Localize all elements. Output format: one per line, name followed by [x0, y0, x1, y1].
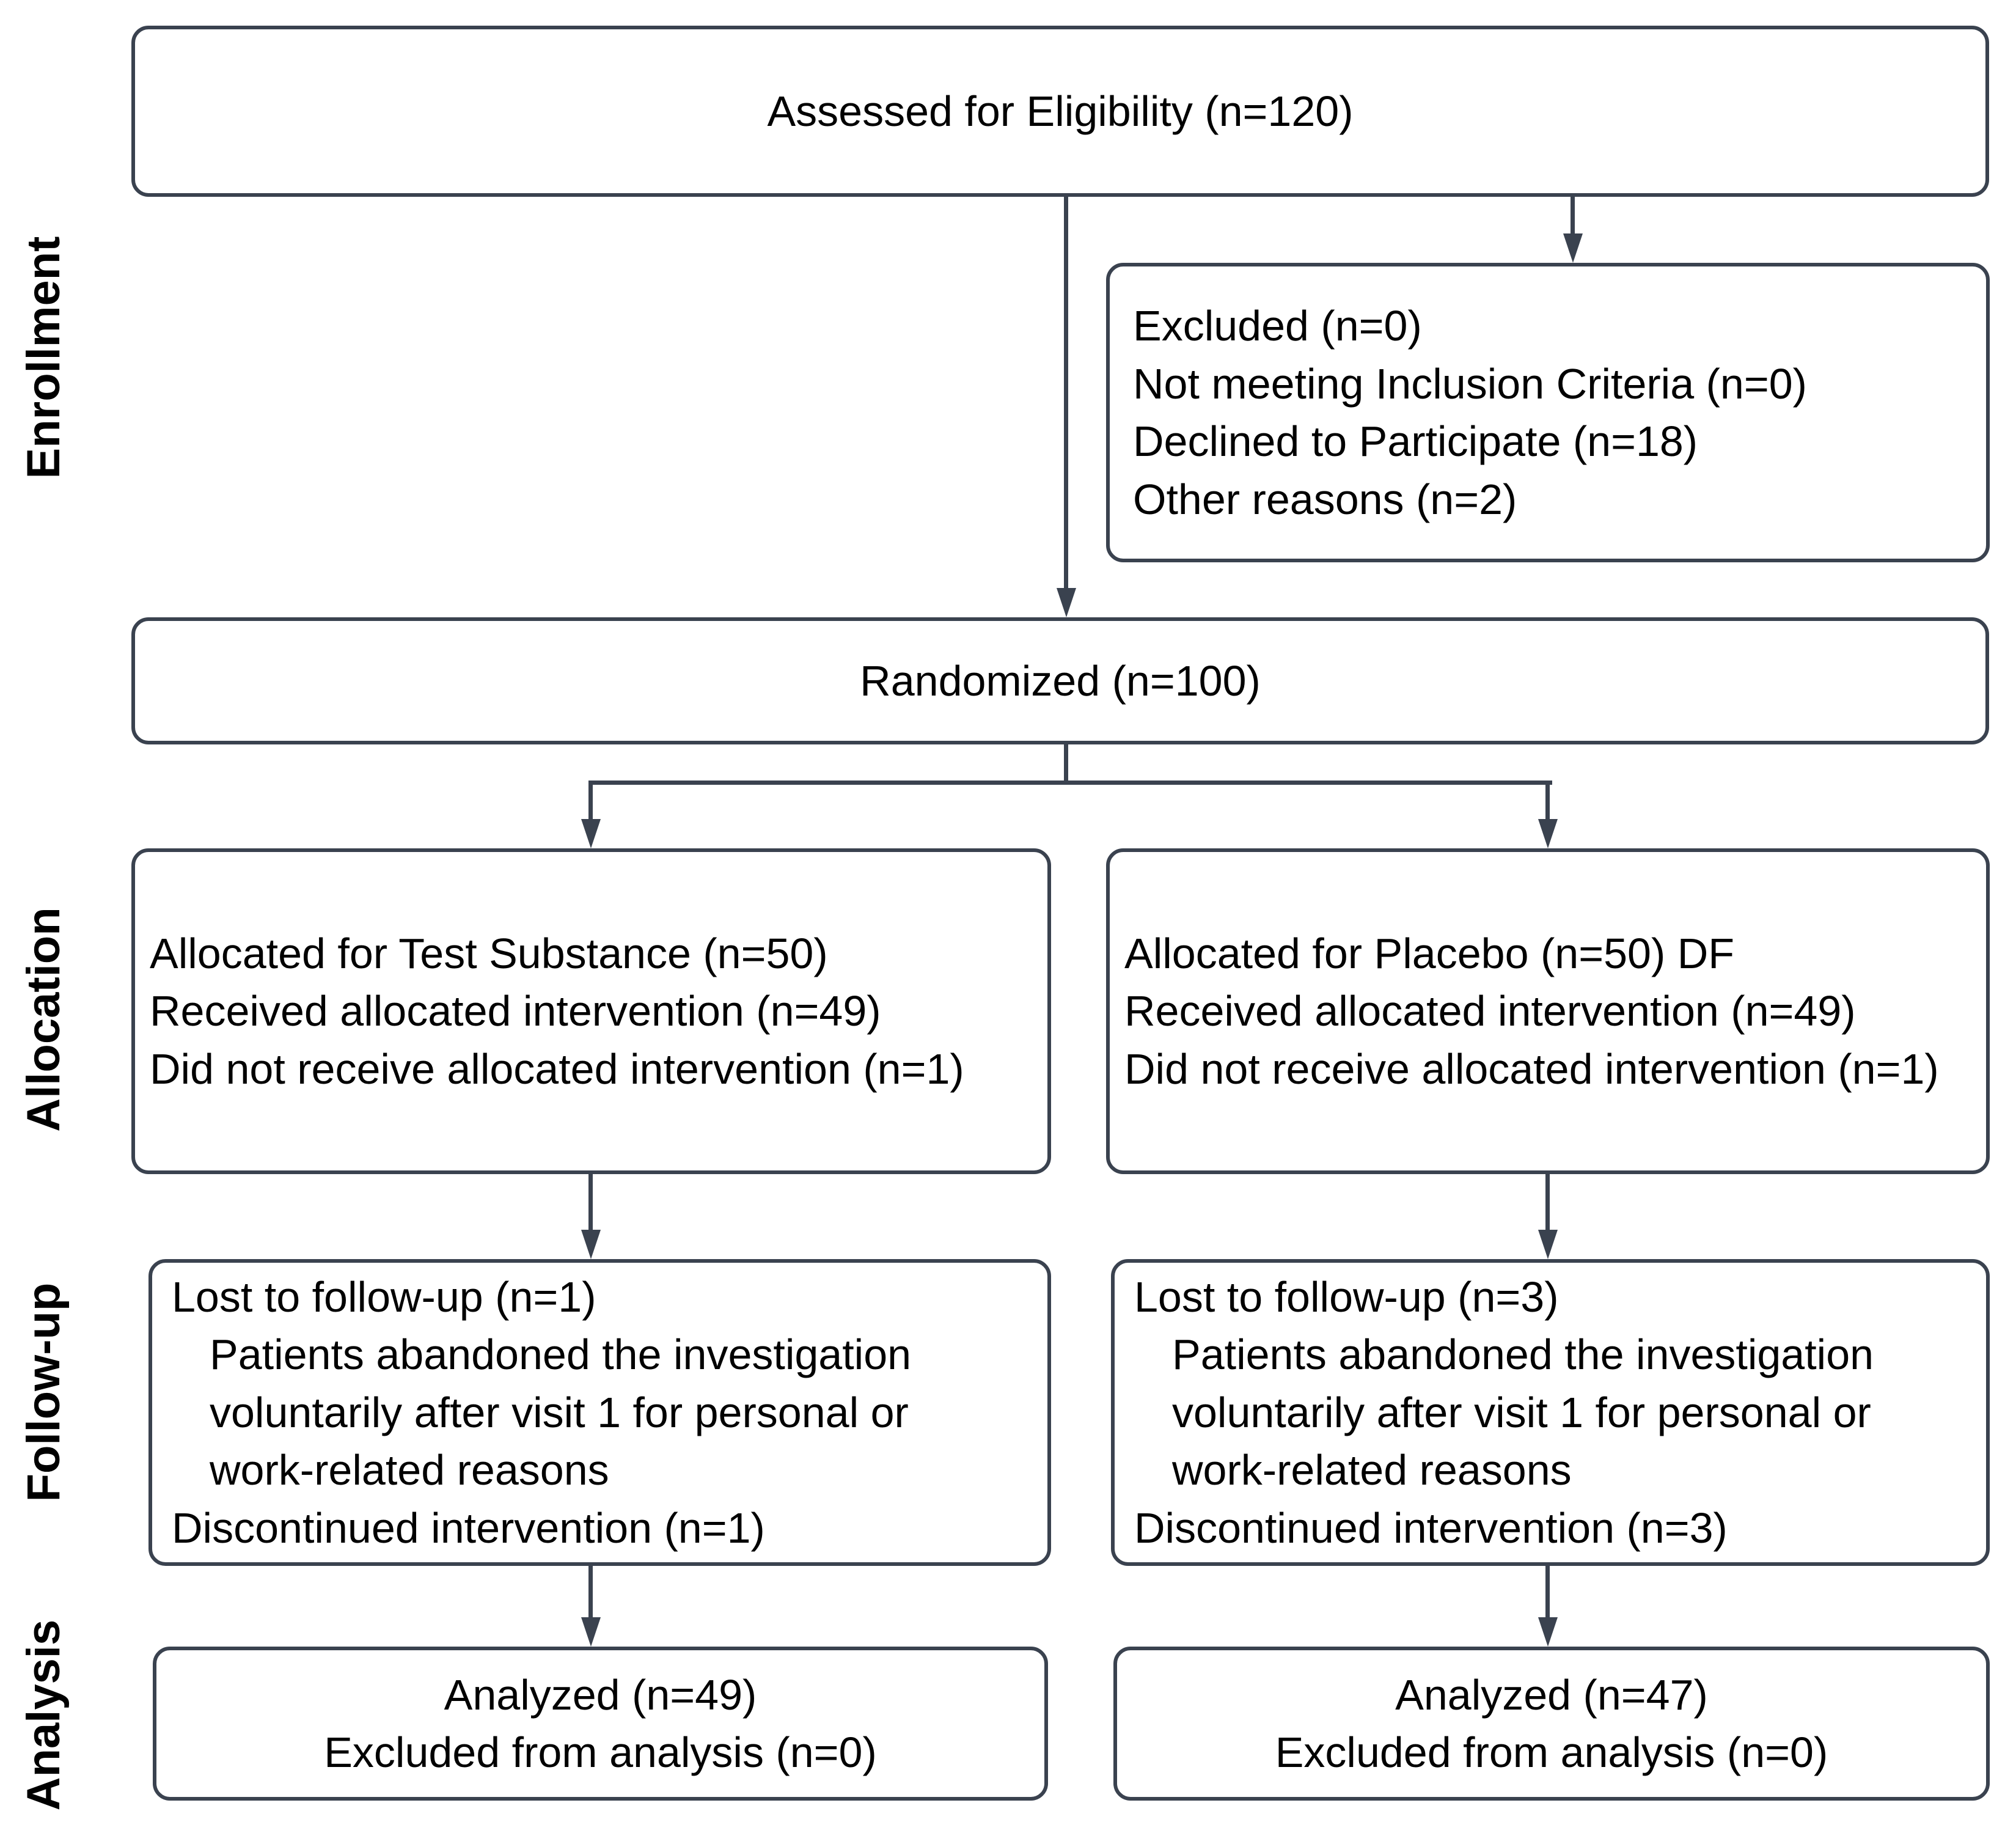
arrowhead-into-randomized-icon [1057, 588, 1076, 617]
assessed-eligibility-text: Assessed for Eligibility (n=120) [767, 87, 1354, 135]
analysis-line: Analyzed (n=49) [444, 1670, 757, 1719]
connector-allocation-to-followup-left [588, 1174, 593, 1230]
stage-label-allocation: Allocation [18, 907, 70, 1132]
connector-branch-horizontal [588, 781, 1552, 785]
followup-line: Discontinued intervention (n=1) [172, 1504, 765, 1552]
allocation-line: Did not receive allocated intervention (… [1124, 1045, 1939, 1093]
connector-branch-to-allocation-left [588, 781, 593, 820]
followup-line: Lost to follow-up (n=1) [172, 1273, 596, 1321]
connector-randomized-stub [1064, 744, 1068, 785]
randomized-box: Randomized (n=100) [131, 617, 1989, 744]
arrowhead-into-analysis-right-icon [1538, 1617, 1558, 1647]
allocation-line: Received allocated intervention (n=49) [150, 987, 881, 1035]
connector-allocation-to-followup-right [1545, 1174, 1550, 1230]
followup-line: Patients abandoned the investigation [1172, 1331, 1874, 1379]
excluded-line: Other reasons (n=2) [1133, 475, 1517, 523]
excluded-line: Excluded (n=0) [1133, 302, 1422, 350]
followup-line: Discontinued intervention (n=3) [1134, 1504, 1728, 1552]
allocation-line: Allocated for Test Substance (n=50) [150, 929, 828, 977]
excluded-line: Not meeting Inclusion Criteria (n=0) [1133, 359, 1807, 408]
allocation-line: Did not receive allocated intervention (… [150, 1045, 964, 1093]
arrowhead-into-excluded-icon [1563, 233, 1583, 263]
stage-label-analysis: Analysis [18, 1619, 70, 1811]
followup-line: work-related reasons [210, 1446, 609, 1494]
connector-assessed-to-excluded [1571, 196, 1575, 234]
followup-line: voluntarily after visit 1 for personal o… [210, 1388, 909, 1436]
followup-test-substance-box: Lost to follow-up (n=1) Patients abandon… [148, 1259, 1051, 1566]
followup-line: work-related reasons [1172, 1446, 1572, 1494]
allocation-line: Allocated for Placebo (n=50) DF [1124, 929, 1735, 977]
randomized-text: Randomized (n=100) [860, 656, 1261, 705]
excluded-line: Declined to Participate (n=18) [1133, 417, 1698, 465]
followup-placebo-box: Lost to follow-up (n=3) Patients abandon… [1111, 1259, 1990, 1566]
analysis-line: Excluded from analysis (n=0) [324, 1728, 877, 1776]
followup-line: voluntarily after visit 1 for personal o… [1172, 1388, 1871, 1436]
allocation-placebo-box: Allocated for Placebo (n=50) DF Received… [1106, 848, 1990, 1174]
allocation-test-substance-box: Allocated for Test Substance (n=50) Rece… [131, 848, 1051, 1174]
arrowhead-into-allocation-right-icon [1538, 819, 1558, 848]
analysis-placebo-box: Analyzed (n=47) Excluded from analysis (… [1113, 1647, 1990, 1801]
arrowhead-into-followup-right-icon [1538, 1230, 1558, 1259]
connector-followup-to-analysis-right [1545, 1566, 1550, 1618]
arrowhead-into-analysis-left-icon [581, 1617, 601, 1647]
assessed-eligibility-box: Assessed for Eligibility (n=120) [131, 26, 1989, 197]
excluded-box: Excluded (n=0) Not meeting Inclusion Cri… [1106, 263, 1990, 562]
stage-label-followup: Follow-up [18, 1282, 70, 1502]
analysis-line: Excluded from analysis (n=0) [1275, 1728, 1828, 1776]
connector-assessed-to-randomized [1064, 196, 1068, 589]
arrowhead-into-followup-left-icon [581, 1230, 601, 1259]
connector-branch-to-allocation-right [1545, 781, 1550, 820]
connector-followup-to-analysis-left [588, 1566, 593, 1618]
stage-label-enrollment: Enrollment [18, 236, 70, 479]
analysis-test-substance-box: Analyzed (n=49) Excluded from analysis (… [153, 1647, 1048, 1801]
followup-line: Lost to follow-up (n=3) [1134, 1273, 1559, 1321]
followup-line: Patients abandoned the investigation [210, 1331, 912, 1379]
allocation-line: Received allocated intervention (n=49) [1124, 987, 1856, 1035]
analysis-line: Analyzed (n=47) [1395, 1670, 1708, 1719]
arrowhead-into-allocation-left-icon [581, 819, 601, 848]
